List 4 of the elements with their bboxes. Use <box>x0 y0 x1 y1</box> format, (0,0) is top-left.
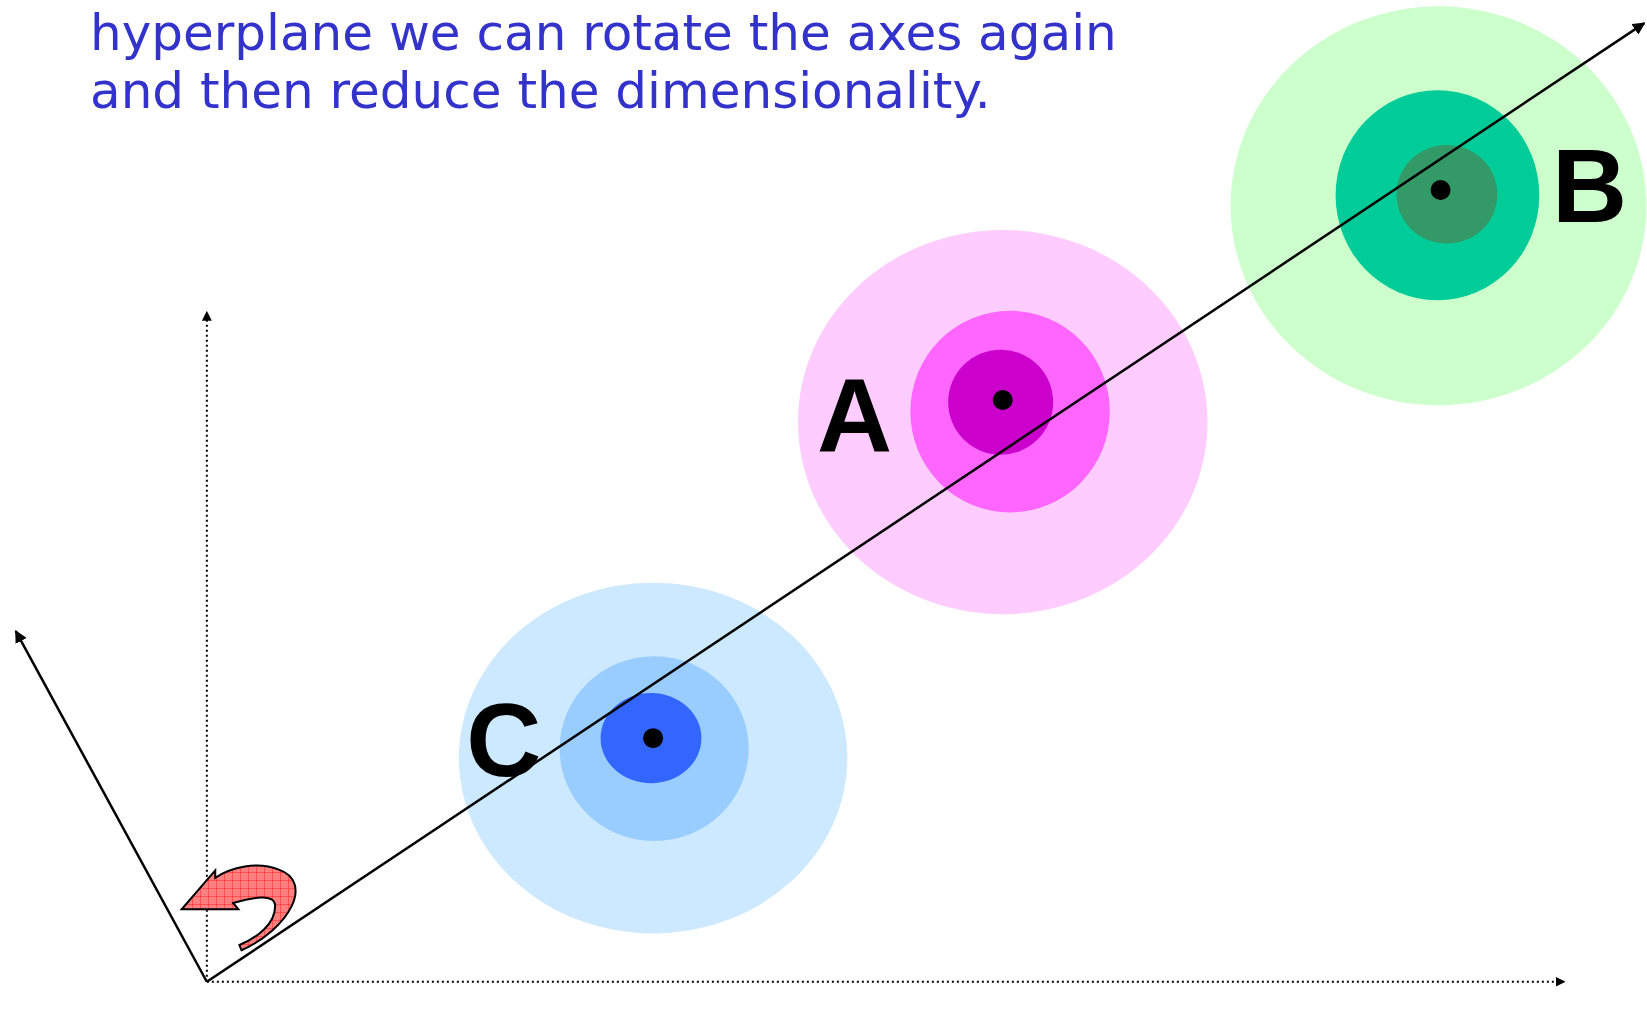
cluster-label: B <box>1551 134 1627 239</box>
cluster-label: A <box>816 363 892 468</box>
cluster-label: C <box>466 687 542 792</box>
heading: hyperplane we can rotate the axes again and then reduce the dimensionality. <box>90 4 1118 120</box>
